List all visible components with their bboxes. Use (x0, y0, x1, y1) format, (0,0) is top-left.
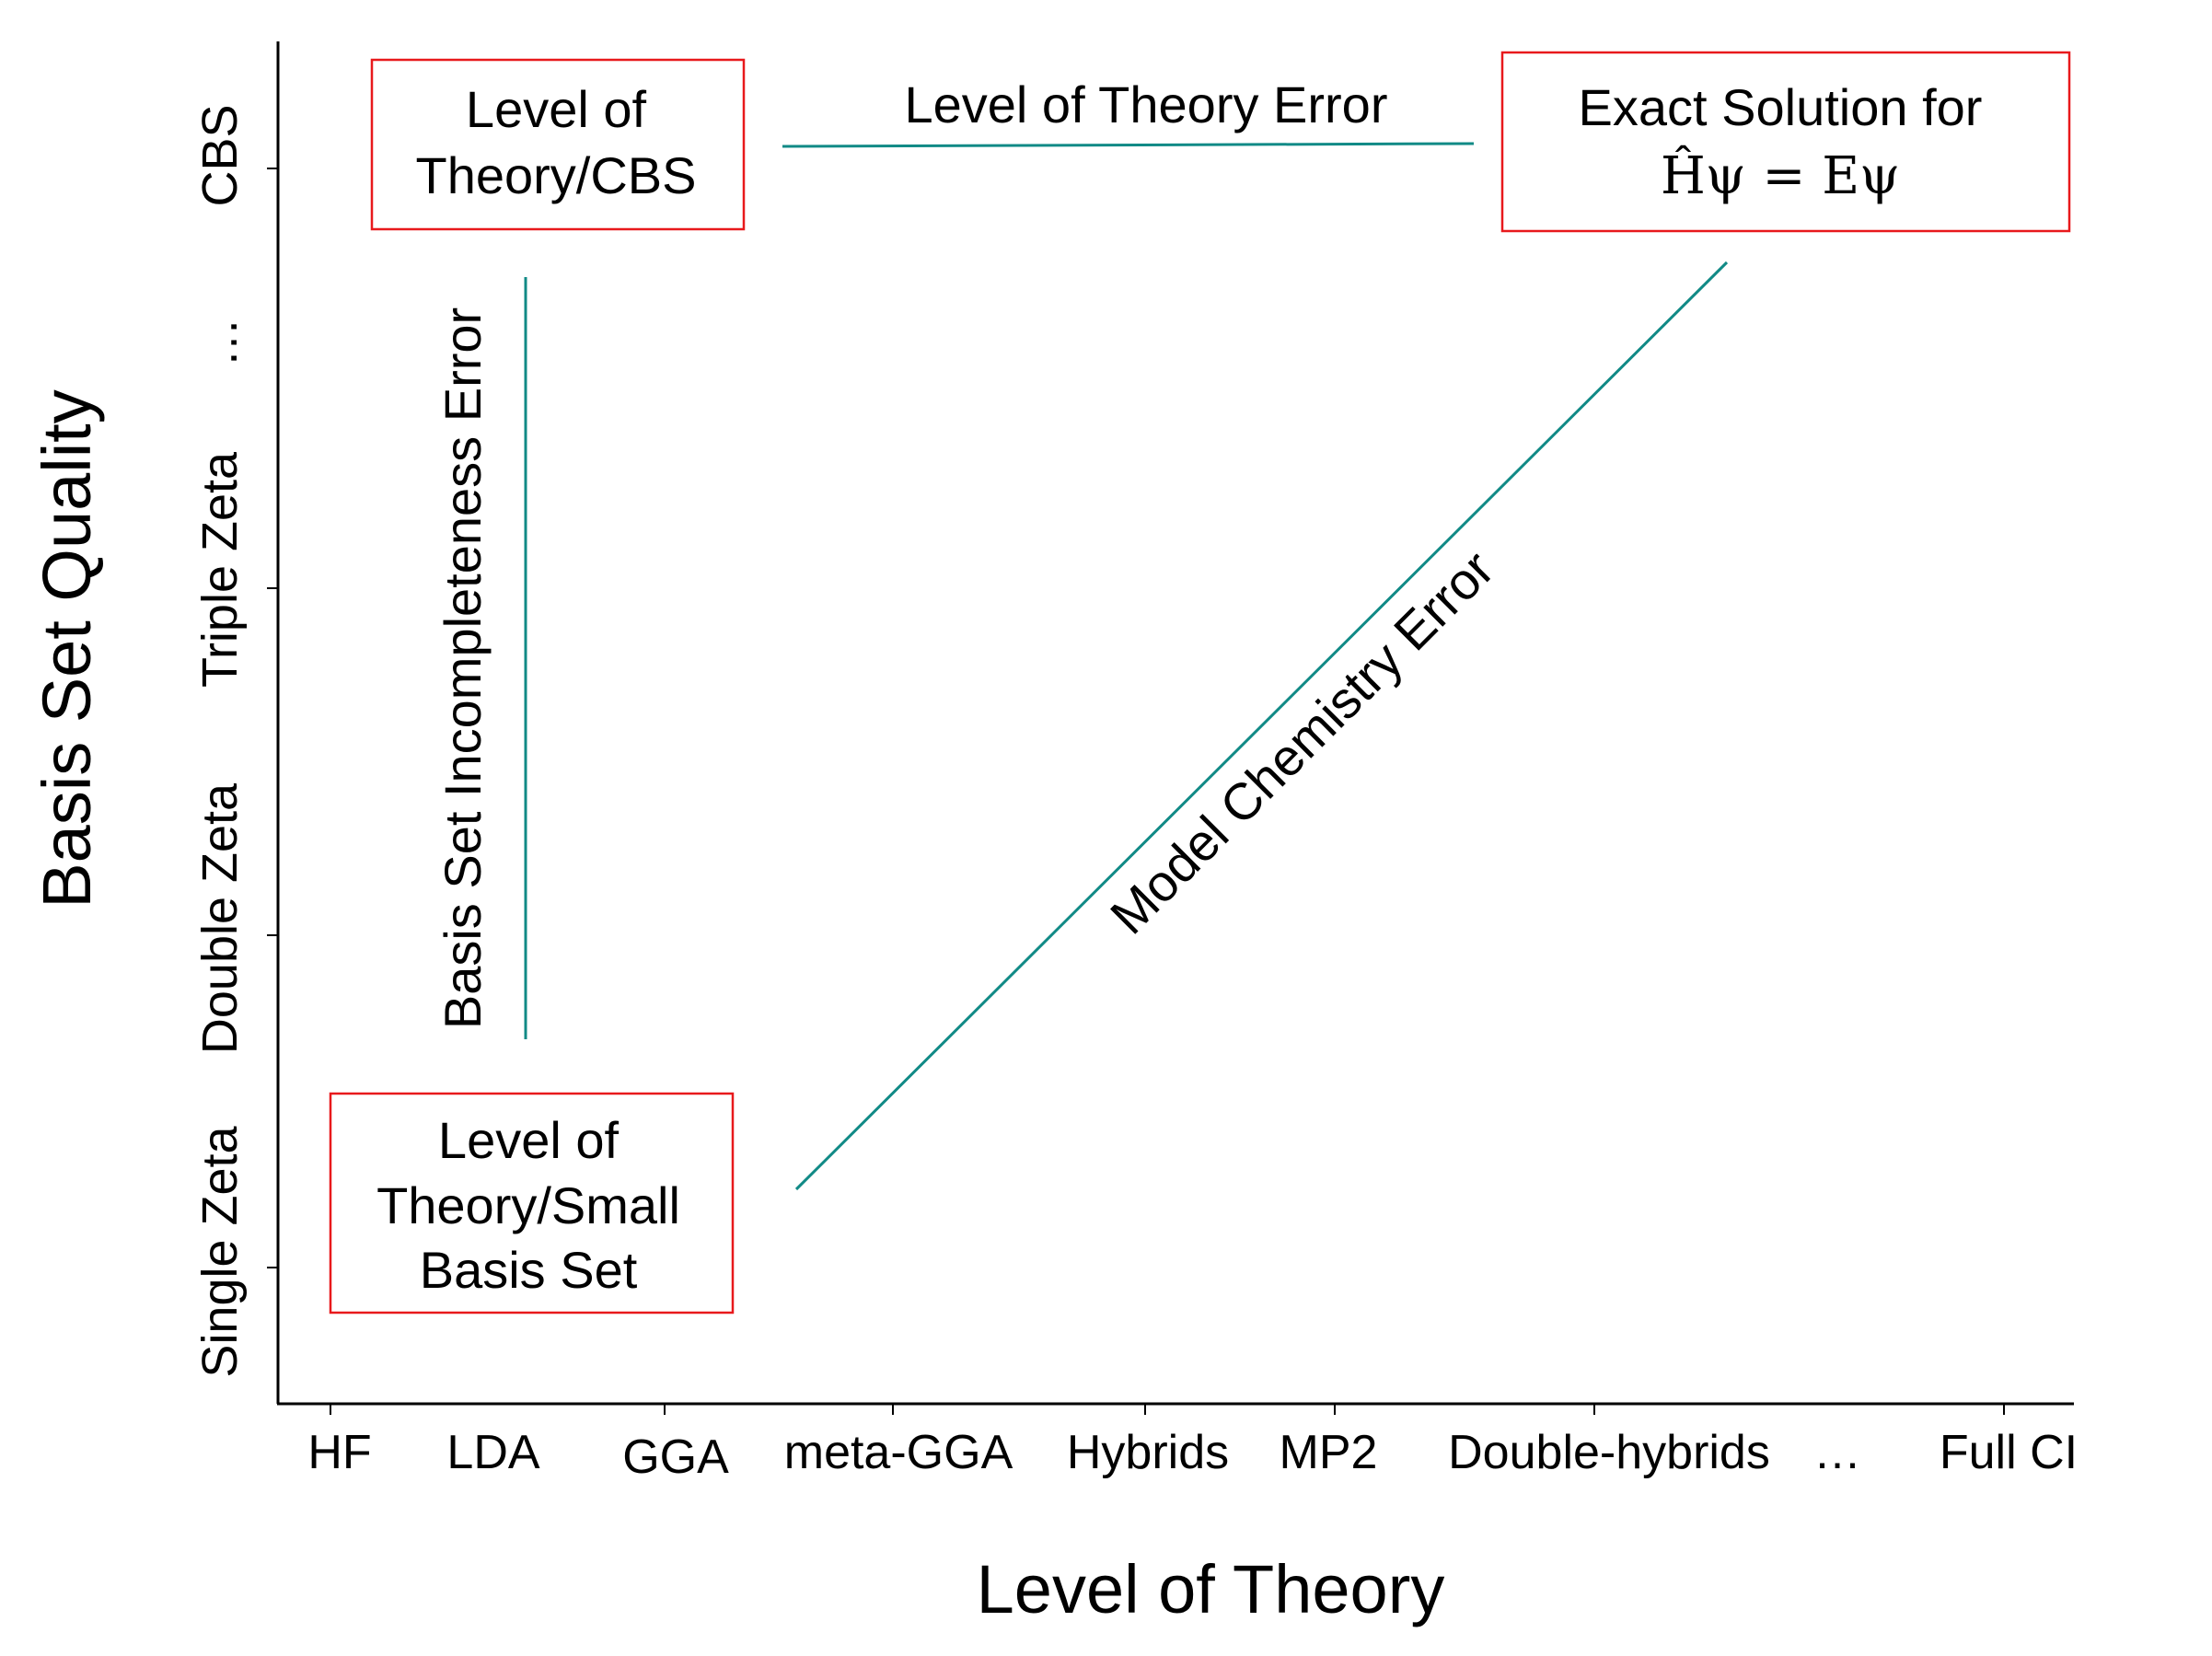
small-basis-box-line1: Level of (438, 1111, 620, 1169)
x-tick-label-mp2: MP2 (1280, 1426, 1378, 1479)
model-chemistry-error-line (794, 261, 1729, 1191)
x-tick-label-lda: LDA (446, 1426, 539, 1479)
small-basis-box-line3: Basis Set (420, 1241, 638, 1299)
small-basis-box-line2: Theory/Small (376, 1176, 680, 1234)
basis-set-incompleteness-error-label: Basis Set Incompleteness Error (434, 307, 492, 1029)
x-tick-label-gga: GGA (622, 1430, 729, 1484)
level-of-theory-error-line (782, 142, 1475, 148)
level-of-theory-cbs-box (370, 58, 746, 231)
model-chemistry-error-label: Model Chemistry Error (1099, 539, 1505, 945)
exact-solution-line1: Exact Solution for (1579, 78, 1983, 136)
cbs-box-line2: Theory/CBS (416, 146, 697, 204)
cbs-box-line1: Level of (466, 80, 647, 138)
y-tick-label-single-zeta: Single Zeta (192, 1125, 248, 1377)
x-tick-label-full-ci: Full CI (1940, 1426, 2078, 1479)
y-tick-label-double-zeta: Double Zeta (192, 782, 248, 1054)
x-tick-label-meta-gga: meta-GGA (784, 1426, 1013, 1479)
schrodinger-equation: Ĥψ = Eψ (1661, 145, 1900, 206)
x-tick-label-double-hybrids: Double-hybrids (1448, 1426, 1770, 1479)
x-tick-label-ellipsis: … (1813, 1426, 1861, 1479)
level-of-theory-small-basis-box (329, 1092, 735, 1314)
x-tick-label-hf: HF (307, 1426, 371, 1479)
level-of-theory-error-label: Level of Theory Error (905, 75, 1388, 133)
x-axis-title: Level of Theory (977, 1551, 1445, 1627)
y-axis-title: Basis Set Quality (29, 389, 105, 908)
x-tick-label-hybrids: Hybrids (1067, 1426, 1229, 1479)
y-tick-label-ellipsis: … (192, 318, 248, 367)
y-tick-label-triple-zeta: Triple Zeta (192, 451, 248, 688)
exact-solution-box (1500, 51, 2071, 233)
y-tick-label-cbs: CBS (192, 104, 248, 206)
